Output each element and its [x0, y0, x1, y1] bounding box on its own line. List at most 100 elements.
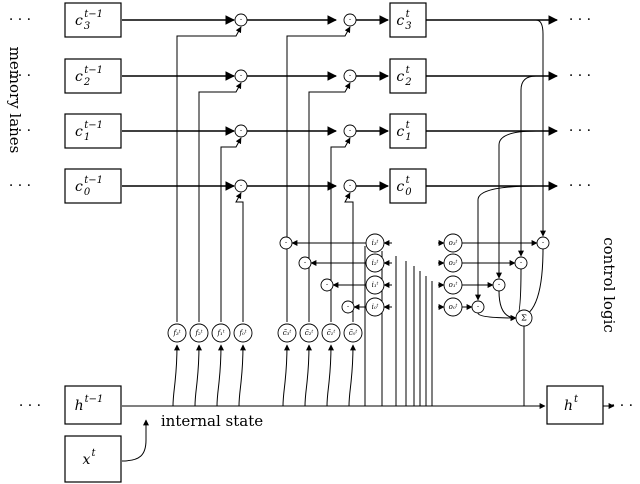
output-gate-node-label: o₂ᵗ: [449, 259, 458, 267]
gate-input-wire: [304, 344, 312, 407]
lane-dots-left: · · ·: [9, 12, 31, 28]
candidate-gate-node: [343, 323, 363, 343]
add-node-label: ·: [349, 72, 352, 81]
gate-input-wire: [348, 344, 356, 407]
sum-node: [515, 309, 533, 327]
candidate-gate-node: [277, 323, 297, 343]
operation-nodes: [167, 13, 550, 343]
sum-input-wire: [498, 290, 517, 321]
output-gate-node: [443, 253, 463, 273]
input-gate-node-label: i₁ᵗ: [372, 281, 379, 289]
output-multiply-node-label: ·: [477, 303, 480, 312]
forget-gate-node: [211, 323, 231, 343]
forget-gate-node-label: f₀ᵗ: [238, 329, 246, 337]
input-multiply-node-label: ·: [304, 259, 307, 268]
cell-tap-wire: [535, 19, 546, 237]
gate-input-wire: [282, 344, 290, 407]
forget-wire: [220, 137, 242, 322]
lane-dots-right: · · ·: [569, 123, 591, 139]
input-gate-node: [365, 297, 385, 317]
candidate-gate-node-label: c̃₀ᵗ: [349, 328, 358, 337]
output-gate-node-label: o₁ᵗ: [449, 281, 458, 289]
add-node: [343, 13, 357, 27]
gate-input-wire: [194, 344, 202, 407]
hidden-prev-box: [64, 385, 122, 425]
next-cell-box-label: c1t: [396, 120, 411, 143]
output-gate-node-label: o₃ᵗ: [449, 239, 458, 247]
gate-input-wire: [238, 344, 246, 407]
input-multiply-node-label: ·: [326, 281, 329, 290]
output-multiply-node: [514, 256, 528, 270]
forget-gate-node: [189, 323, 209, 343]
candidate-wire: [344, 192, 354, 322]
candidate-gate-node-label: c̃₂ᵗ: [305, 328, 314, 337]
next-cell-box: [389, 113, 427, 149]
gate-input-wire: [172, 344, 180, 407]
add-node-label: ·: [349, 182, 352, 191]
cell-tap-wire: [475, 185, 537, 301]
hidden-dots-left: · · ·: [19, 398, 41, 414]
candidate-gate-node-label: c̃₁ᵗ: [327, 328, 336, 337]
add-node-label: ·: [349, 127, 352, 136]
lane-dots-right: · · ·: [569, 12, 591, 28]
hidden-next-box: [546, 385, 604, 425]
internal-state-label: internal state: [161, 412, 263, 430]
input-box: [64, 435, 122, 483]
forget-multiply-node: [234, 69, 248, 83]
prev-cell-box: [64, 2, 122, 38]
output-gate-node: [443, 275, 463, 295]
input-multiply-node: [279, 236, 293, 250]
input-multiply-node: [341, 300, 355, 314]
prev-cell-box: [64, 168, 122, 204]
lane-dots-left: · · ·: [9, 68, 31, 84]
prev-cell-box: [64, 58, 122, 94]
input-multiply-node-label: ·: [347, 303, 350, 312]
forget-multiply-node: [234, 124, 248, 138]
forget-wire: [235, 192, 244, 322]
next-cell-box-label: c0t: [396, 175, 412, 198]
memory-lanes-label: memory lanes: [6, 47, 24, 154]
forget-gate-node: [167, 323, 187, 343]
add-node: [343, 124, 357, 138]
input-multiply-node-label: ·: [285, 239, 288, 248]
input-gate-node-label: i₂ᵗ: [372, 259, 379, 267]
input-gate-node: [365, 275, 385, 295]
next-cell-box: [389, 168, 427, 204]
add-node-label: ·: [349, 16, 352, 25]
prev-cell-box: [64, 113, 122, 149]
output-multiply-node: [471, 300, 485, 314]
input-multiply-node: [320, 278, 334, 292]
forget-multiply-node: [234, 13, 248, 27]
candidate-gate-node: [299, 323, 319, 343]
output-gate-node: [443, 233, 463, 253]
forget-wire: [176, 26, 242, 322]
candidate-wire: [330, 137, 351, 322]
output-multiply-node-label: ·: [520, 259, 523, 268]
output-gate-node: [443, 297, 463, 317]
forget-gate-node-label: f₂ᵗ: [194, 329, 202, 337]
forget-multiply-node-label: ·: [240, 127, 243, 136]
forget-gate-node: [233, 323, 253, 343]
next-cell-box-label: c2t: [396, 65, 411, 88]
input-gate-node: [365, 253, 385, 273]
input-gate-node: [365, 233, 385, 253]
next-cell-box-label: c3t: [396, 9, 411, 32]
cell-tap-wire: [518, 75, 537, 257]
forget-multiply-node-label: ·: [240, 16, 243, 25]
lane-dots-right: · · ·: [569, 68, 591, 84]
input-gate-node-label: i₃ᵗ: [372, 239, 379, 247]
sum-output-wire: [523, 326, 546, 409]
output-gate-node-label: o₀ᵗ: [449, 303, 458, 311]
sum-node-label: Σ: [521, 314, 527, 323]
gate-input-wire: [216, 344, 224, 407]
candidate-wire: [308, 82, 351, 322]
hidden-dots-right: · · ·: [611, 398, 633, 414]
output-multiply-node: [492, 278, 506, 292]
state-boxes: [64, 2, 604, 483]
next-cell-box: [389, 58, 427, 94]
output-multiply-node-label: ·: [498, 281, 501, 290]
input-multiply-node: [298, 256, 312, 270]
forget-multiply-node-label: ·: [240, 182, 243, 191]
control-logic-label: control logic: [600, 237, 618, 333]
